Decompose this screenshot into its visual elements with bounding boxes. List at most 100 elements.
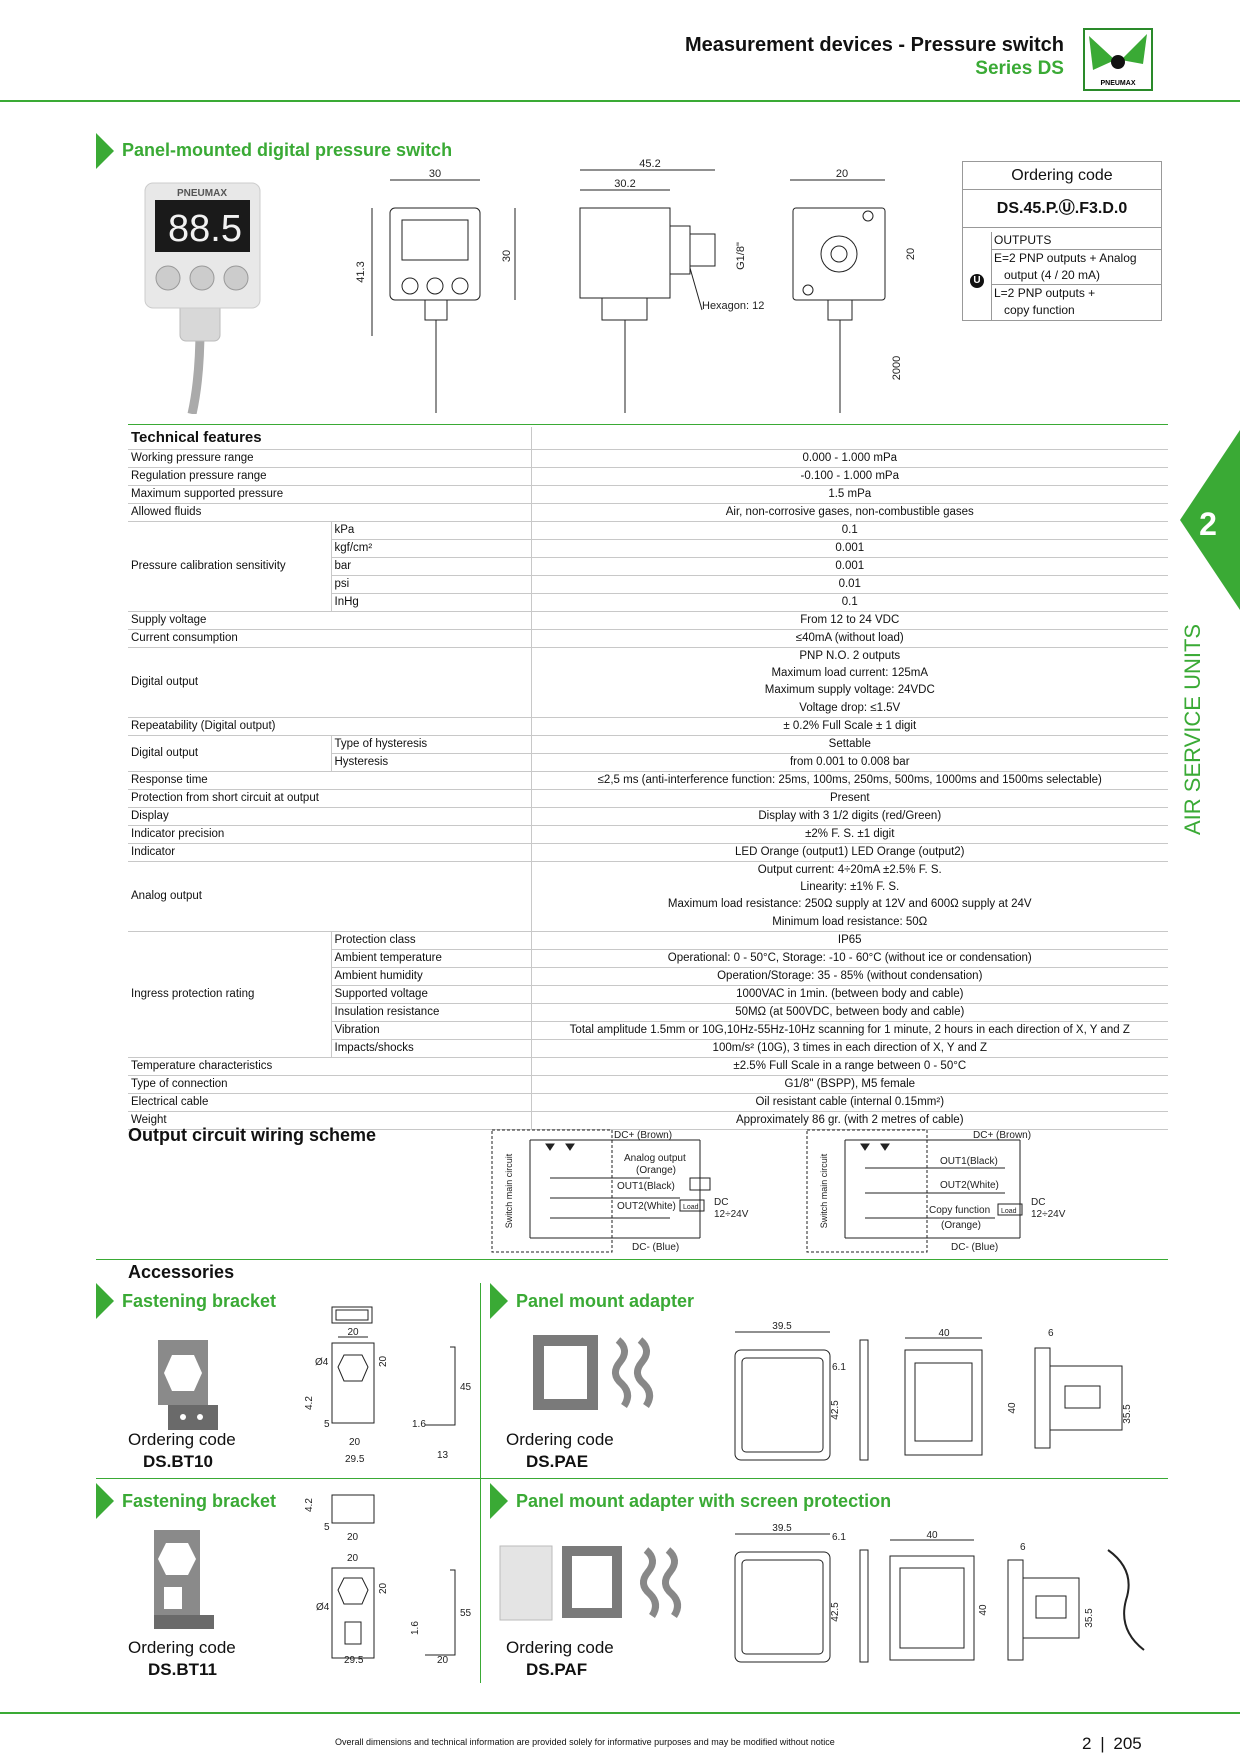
dim-side-body: 30.2 xyxy=(614,178,635,190)
wiring-left-dcminus: DC- (Blue) xyxy=(632,1242,679,1253)
u-symbol-icon: U xyxy=(970,274,984,288)
drawing-back: 20 20 2000 xyxy=(780,168,920,418)
ordering-box-code: DS.45.P.Ⓤ.F3.D.0 xyxy=(963,190,1161,228)
wiring-right-side: Switch main circuit xyxy=(819,1153,829,1228)
ordering-row: L=2 PNP outputs + xyxy=(994,286,1096,300)
header-title: Measurement devices - Pressure switch xyxy=(684,34,1064,56)
wiring-left-side: Switch main circuit xyxy=(504,1153,514,1228)
wiring-left-dc: DC xyxy=(714,1197,728,1208)
wiring-diagram-left: Switch main circuit DC+ (Brown) Analog o… xyxy=(490,1128,750,1256)
table-row: Current consumption≤40mA (without load) xyxy=(128,629,1169,648)
bt11-drawing: 4.2 5 20 20 Ø4 20 55 1.6 29.5 20 xyxy=(300,1490,480,1670)
bt10-dim: 20 xyxy=(378,1355,389,1367)
wiring-right-load: Load xyxy=(1001,1208,1017,1215)
photo-display: 88.5 xyxy=(168,208,242,250)
section-title-panel: Panel-mounted digital pressure switch xyxy=(122,140,453,160)
paf-code: DS.PAF xyxy=(526,1660,588,1679)
wiring-right-copy: Copy function xyxy=(929,1205,990,1216)
pae-dim: 42.5 xyxy=(830,1400,841,1420)
dim-front-height-total: 41.3 xyxy=(355,261,367,282)
wiring-diagram-right: Switch main circuit DC+ (Brown) OUT1(Bla… xyxy=(805,1128,1075,1256)
bt11-ordering-label: Ordering code xyxy=(128,1638,236,1657)
ordering-row: OUTPUTS xyxy=(992,232,1161,250)
pae-title: Panel mount adapter xyxy=(516,1291,695,1311)
pae-code: DS.PAE xyxy=(526,1452,589,1471)
sidebar-tab: 2 xyxy=(1180,430,1240,610)
dim-side-thread: G1/8" xyxy=(735,242,747,270)
paf-dim: 40 xyxy=(978,1604,989,1616)
paf-dim: 42.5 xyxy=(830,1602,841,1622)
paf-dim: 39.5 xyxy=(772,1523,792,1534)
bt10-drawing: 20 Ø4 20 45 4.2 5 1.6 20 29.5 13 xyxy=(300,1305,480,1470)
bt10-ordering-label: Ordering code xyxy=(128,1430,236,1449)
paf-ordering-label: Ordering code xyxy=(506,1638,614,1657)
wiring-right-dc: DC xyxy=(1031,1197,1045,1208)
pae-photo xyxy=(528,1330,658,1415)
page-num: 205 xyxy=(1113,1734,1142,1753)
bt11-dim: 20 xyxy=(347,1553,359,1564)
dim-side-total: 45.2 xyxy=(639,158,660,170)
sidebar-number: 2 xyxy=(1199,506,1217,542)
section-arrow xyxy=(96,133,114,169)
wiring-title: Output circuit wiring scheme xyxy=(128,1125,377,1145)
bt11-dim: 5 xyxy=(324,1522,330,1533)
bt11-code: DS.BT11 xyxy=(148,1660,217,1679)
accessories-divider xyxy=(480,1283,481,1683)
bt10-dim: 13 xyxy=(437,1450,449,1461)
header-rule xyxy=(0,100,1240,102)
ordering-box-title: Ordering code xyxy=(963,162,1161,190)
pae-dim: 35.5 xyxy=(1122,1404,1133,1424)
wiring-right-orange: (Orange) xyxy=(941,1220,981,1231)
accessories-mid-rule xyxy=(96,1478,1168,1479)
wiring-left-out2: OUT2(White) xyxy=(617,1201,676,1212)
dim-back-width: 20 xyxy=(836,168,848,180)
dim-back-height: 20 xyxy=(905,248,917,260)
footer-note: Overall dimensions and technical informa… xyxy=(335,1737,835,1747)
dim-side-hexagon: Hexagon: 12 xyxy=(702,300,764,312)
bt10-dim: 5 xyxy=(324,1419,330,1430)
paf-drawing: 39.5 6.1 42.5 40 40 6 35.5 xyxy=(730,1520,1170,1675)
wiring-left-out1: OUT1(Black) xyxy=(617,1181,675,1192)
bt11-dim: 29.5 xyxy=(344,1655,364,1666)
bt10-dim: 1.6 xyxy=(412,1419,426,1430)
table-row: Repeatability (Digital output)± 0.2% Ful… xyxy=(128,717,1169,736)
pae-drawing: 39.5 6.1 42.5 40 40 6 35.5 xyxy=(730,1318,1170,1468)
tech-top-rule xyxy=(128,424,1168,425)
bt11-dim: 20 xyxy=(378,1582,389,1594)
pae-dim: 39.5 xyxy=(772,1321,792,1332)
paf-dim: 6 xyxy=(1020,1542,1026,1553)
device-photo: PNEUMAX 88.5 xyxy=(130,178,270,415)
logo-text: PNEUMAX xyxy=(1100,80,1135,87)
bt10-dim: 29.5 xyxy=(345,1454,365,1465)
bt10-photo xyxy=(148,1335,218,1435)
tech-title: Technical features xyxy=(128,427,532,450)
header-subtitle: Series DS xyxy=(975,58,1064,79)
ordering-code-box: Ordering code DS.45.P.Ⓤ.F3.D.0 U OUTPUTS… xyxy=(962,161,1162,321)
drawing-front: 30 41.3 30 xyxy=(350,168,530,418)
pae-dim: 6.1 xyxy=(832,1362,846,1373)
bt10-dim: 20 xyxy=(349,1437,361,1448)
wiring-right-out1: OUT1(Black) xyxy=(940,1156,998,1167)
paf-dim: 40 xyxy=(926,1530,938,1541)
bt10-dim: Ø4 xyxy=(315,1357,329,1368)
wiring-left-dcplus: DC+ (Brown) xyxy=(614,1130,672,1141)
bt11-arrow xyxy=(96,1483,114,1519)
bt11-dim: 20 xyxy=(347,1532,359,1543)
bt11-dim: 55 xyxy=(460,1608,472,1619)
